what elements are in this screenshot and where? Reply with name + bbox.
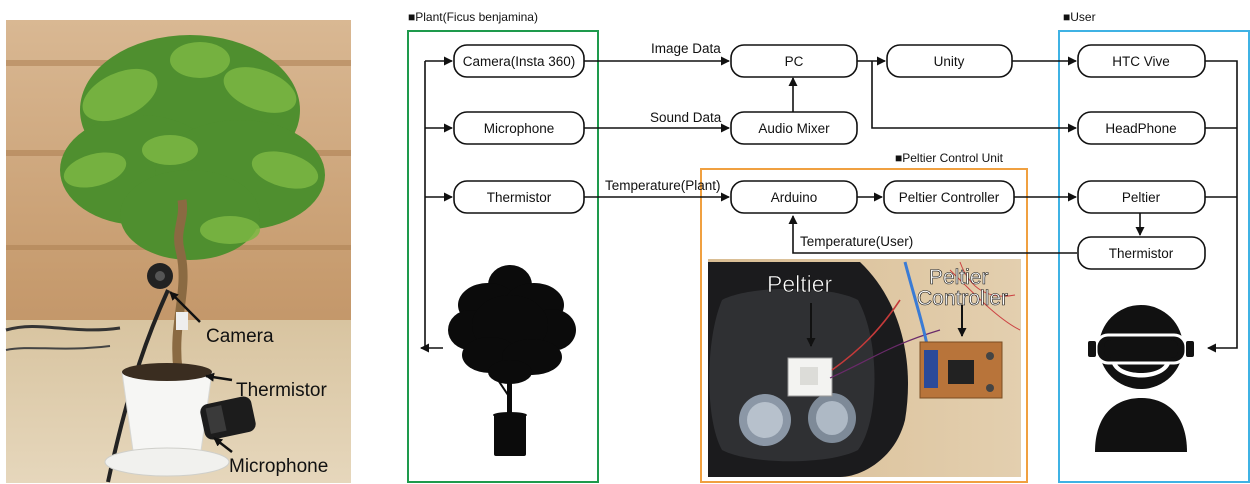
inset-label-controller-line2: Controller xyxy=(917,287,1008,310)
callout-microphone: Microphone xyxy=(229,456,328,477)
node-thermistor-user: Thermistor xyxy=(1109,246,1174,261)
edge-label-image-data: Image Data xyxy=(651,41,721,56)
node-peltier-controller-box xyxy=(883,180,1015,214)
callout-thermistor: Thermistor xyxy=(236,380,327,401)
node-microphone-box xyxy=(453,111,585,145)
node-thermistor-plant: Thermistor xyxy=(487,190,552,205)
peltier-unit-label: ■Peltier Control Unit xyxy=(895,151,1004,165)
node-htc-vive: HTC Vive xyxy=(1112,54,1170,69)
inset-label-peltier: Peltier xyxy=(767,271,833,297)
node-arduino: Arduino xyxy=(771,190,818,205)
edge-thermistor-to-arduino-user xyxy=(788,215,1077,254)
plant-group-label: ■Plant(Ficus benjamina) xyxy=(408,10,538,24)
node-audio-mixer: Audio Mixer xyxy=(758,121,830,136)
node-pc: PC xyxy=(785,54,804,69)
user-group-frame xyxy=(1058,30,1250,483)
node-peltier-controller: Peltier Controller xyxy=(899,190,1000,205)
edge-label-temperature-plant: Temperature(Plant) xyxy=(605,178,721,193)
node-arduino-box xyxy=(730,180,858,214)
nodes xyxy=(453,44,1206,270)
node-peltier-box xyxy=(1077,180,1206,214)
inset-label-controller-line1: Peltier xyxy=(929,266,989,289)
peltier-unit-frame xyxy=(700,168,1028,483)
node-peltier: Peltier xyxy=(1122,190,1161,205)
node-pc-box xyxy=(730,44,858,78)
edge-label-temperature-user: Temperature(User) xyxy=(800,234,913,249)
node-unity-box xyxy=(886,44,1013,78)
node-camera: Camera(Insta 360) xyxy=(463,54,576,69)
node-unity: Unity xyxy=(934,54,965,69)
plant-photo: Camera Thermistor Microphone xyxy=(5,20,351,483)
edge-pc-to-headphone xyxy=(871,61,1077,133)
node-headphone: HeadPhone xyxy=(1105,121,1176,136)
node-labels: Camera(Insta 360) Microphone Thermistor … xyxy=(463,54,1177,261)
node-headphone-box xyxy=(1077,111,1206,145)
connectors xyxy=(420,56,1238,353)
node-microphone: Microphone xyxy=(484,121,555,136)
callout-camera: Camera xyxy=(206,326,274,347)
vr-user-icon xyxy=(1088,305,1194,452)
node-audio-mixer-box xyxy=(730,111,858,145)
peltier-unit-photo: Peltier Peltier Controller xyxy=(708,259,1021,477)
node-thermistor-user-box xyxy=(1077,236,1206,270)
node-camera-box xyxy=(453,44,585,78)
edge-label-sound-data: Sound Data xyxy=(650,110,722,125)
node-thermistor-plant-box xyxy=(453,180,585,214)
plant-group-frame xyxy=(407,30,599,483)
user-group-label: ■User xyxy=(1063,10,1096,24)
edge-vive-to-user xyxy=(1205,60,1238,353)
plant-silhouette-icon xyxy=(448,265,576,456)
node-htc-vive-box xyxy=(1077,44,1206,78)
